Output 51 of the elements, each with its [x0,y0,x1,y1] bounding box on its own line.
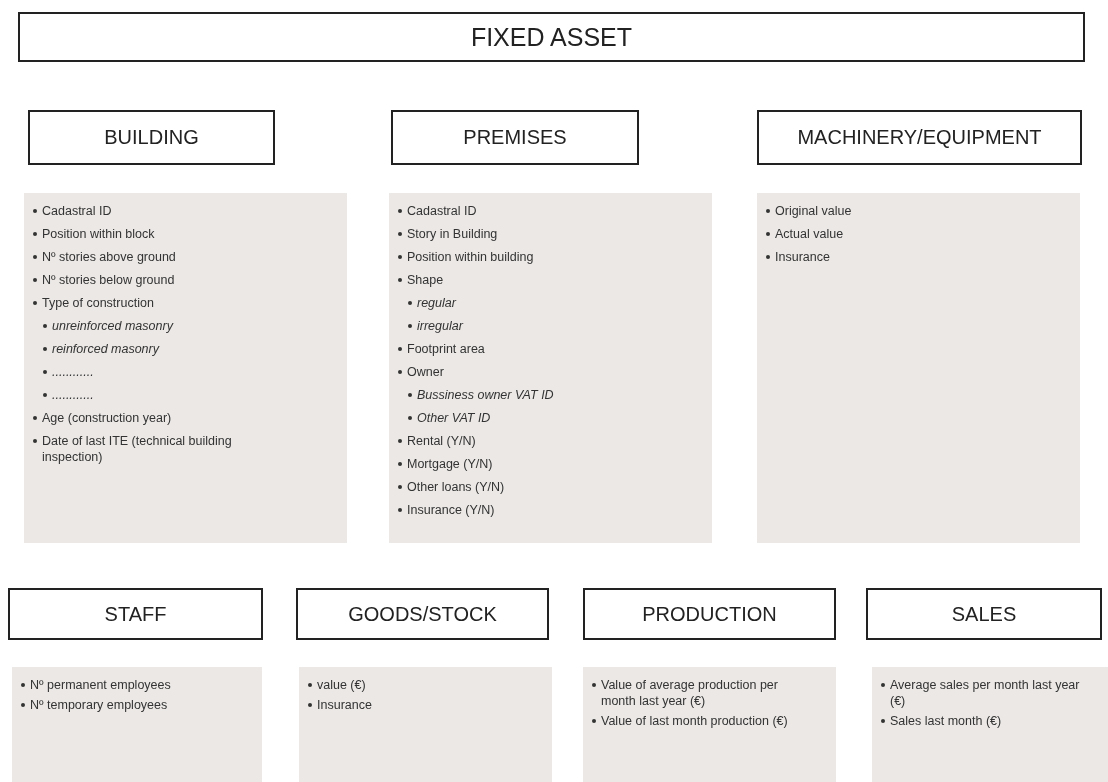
list-item-text: Shape [407,272,445,288]
category-box: FIXED ASSET [18,12,1085,62]
list-panel [24,193,347,543]
list-item-text: ............ [52,387,95,403]
list-panel [389,193,712,543]
list-panel [757,193,1080,543]
list-item-text: ............ [52,364,95,380]
list-item-text: Insurance (Y/N) [407,502,496,518]
list-item-text: Value of average production per month last year (€) [601,677,779,709]
list-item-text: regular [417,295,458,311]
list-panel [12,667,262,782]
list-item-text: Date of last ITE (technical building inspection) [42,433,233,465]
list-item-text: Other loans (Y/N) [407,479,506,495]
list-item-text: irregular [417,318,465,334]
category-box: SALES [866,588,1102,640]
list-item-text: Sales last month (€) [890,713,1003,729]
list-item-text: Insurance [317,697,373,713]
category-box: STAFF [8,588,263,640]
list-item-text: Nº stories above ground [42,249,177,265]
list-item-text: Footprint area [407,341,486,357]
list-item-text: Type of construction [42,295,155,311]
list-item-text: Average sales per month last year (€) [890,677,1080,709]
list-item-text: Story in Building [407,226,499,242]
category-box: MACHINERY/EQUIPMENT [757,110,1082,165]
list-item-text: Bussiness owner VAT ID [417,387,555,403]
list-panel [872,667,1108,782]
list-item-text: Nº permanent employees [30,677,172,693]
list-item-text: Cadastral ID [42,203,113,219]
list-item-text: Age (construction year) [42,410,173,426]
list-item-text: value (€) [317,677,367,693]
list-item-text: Insurance [775,249,831,265]
list-item-text: Rental (Y/N) [407,433,477,449]
category-box: BUILDING [28,110,275,165]
category-box: GOODS/STOCK [296,588,549,640]
category-box: PREMISES [391,110,639,165]
list-item-text: Cadastral ID [407,203,478,219]
list-item-text: reinforced masonry [52,341,161,357]
list-item-text: Value of last month production (€) [601,713,789,729]
list-item-text: unreinforced masonry [52,318,175,334]
list-item-text: Original value [775,203,853,219]
list-item-text: Nº temporary employees [30,697,169,713]
list-panel [583,667,836,782]
list-item-text: Other VAT ID [417,410,492,426]
list-item-text: Position within building [407,249,535,265]
list-item-text: Position within block [42,226,156,242]
list-item-text: Owner [407,364,445,380]
list-panel [299,667,552,782]
list-item-text: Nº stories below ground [42,272,176,288]
list-item-text: Actual value [775,226,845,242]
list-item-text: Mortgage (Y/N) [407,456,494,472]
category-box: PRODUCTION [583,588,836,640]
